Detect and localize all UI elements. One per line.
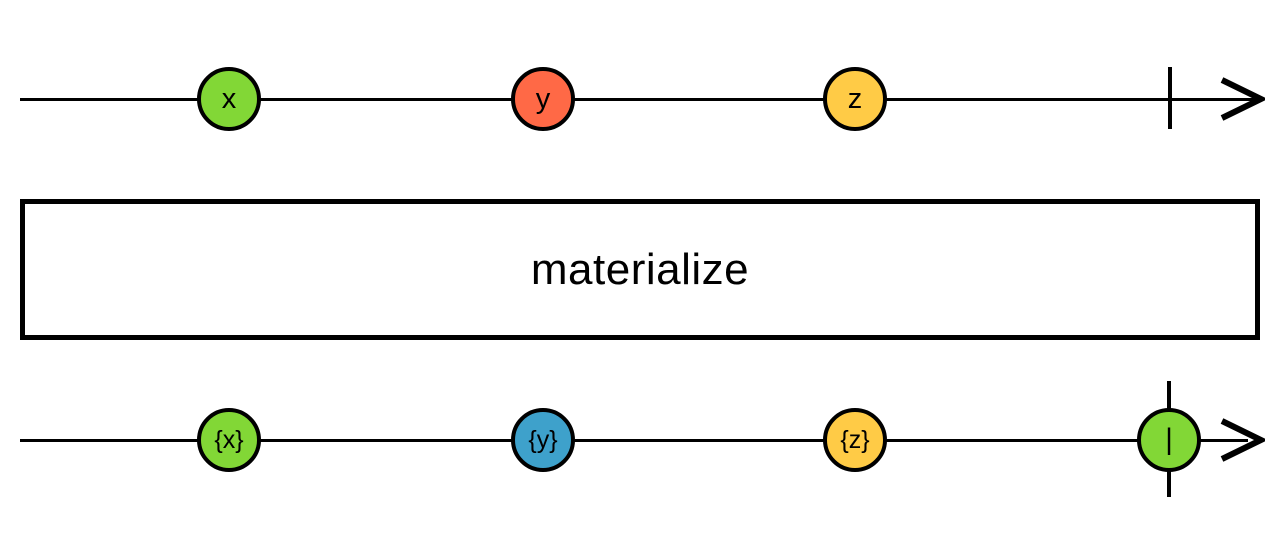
input-marble-x[interactable]: x [197,67,261,131]
output-marble-z-label: {z} [840,425,870,454]
output-marble-complete-label: | [1165,423,1173,456]
input-marble-y-label: y [535,82,551,115]
output-marble-complete: | [1137,408,1201,472]
input-marble-z-label: z [847,82,863,115]
input-marble-z[interactable]: z [823,67,887,131]
output-timeline-line [20,439,1248,442]
operator-box: materialize [20,199,1260,340]
input-marble-y[interactable]: y [511,67,575,131]
input-timeline-line [20,98,1258,101]
input-marble-x-label: x [221,82,237,115]
input-arrow-head-icon [1220,77,1265,121]
operator-label: materialize [530,244,750,294]
output-arrow-head-icon [1220,418,1265,462]
output-marble-x: {x} [197,408,261,472]
output-marble-y: {y} [511,408,575,472]
output-marble-z: {z} [823,408,887,472]
output-marble-x-label: {x} [214,425,244,454]
input-complete-tick[interactable] [1168,67,1172,129]
output-marble-y-label: {y} [528,425,558,454]
